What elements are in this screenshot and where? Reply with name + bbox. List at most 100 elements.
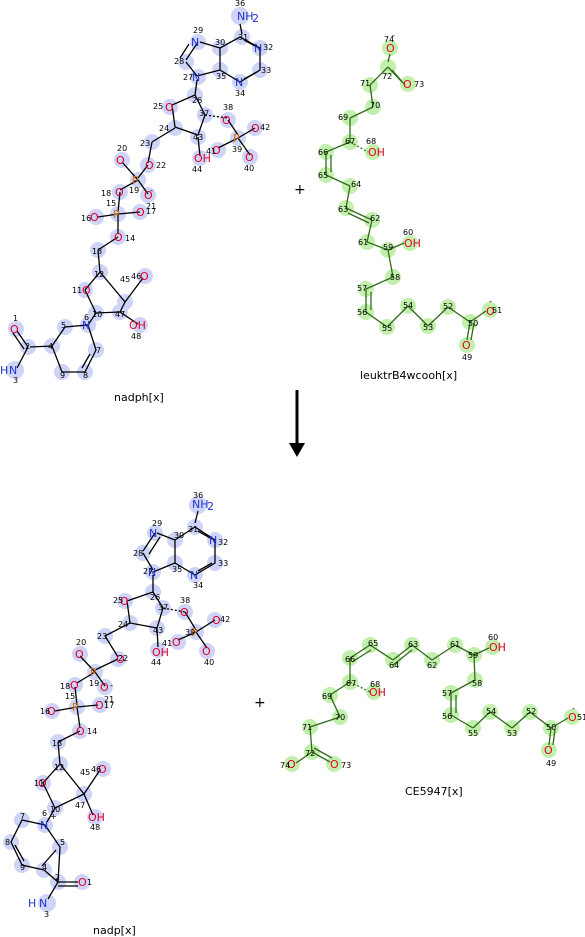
svg-text:64: 64 <box>389 661 399 670</box>
svg-text:2: 2 <box>207 500 214 513</box>
svg-text:56: 56 <box>357 308 367 317</box>
svg-text:P: P <box>72 701 79 714</box>
svg-text:59: 59 <box>468 651 478 660</box>
svg-text:65: 65 <box>368 639 378 648</box>
svg-text:O: O <box>165 101 174 114</box>
svg-text:O: O <box>140 270 149 283</box>
nadp-structure: NH2 N N N N O O P O O O OH O O P O O P O… <box>3 491 230 919</box>
svg-text:P: P <box>132 174 139 187</box>
svg-text:66: 66 <box>318 148 328 157</box>
plus-sign-bottom: + <box>254 695 266 711</box>
svg-text:O: O <box>114 231 123 244</box>
svg-text:11: 11 <box>72 286 82 295</box>
svg-text:32: 32 <box>218 538 228 547</box>
svg-text:18: 18 <box>60 682 70 691</box>
svg-text:O: O <box>287 758 296 771</box>
svg-text:49: 49 <box>546 759 556 768</box>
svg-text:O: O <box>172 636 181 649</box>
svg-text:51: 51 <box>492 306 502 315</box>
svg-text:O: O <box>202 645 211 658</box>
svg-text:3: 3 <box>13 376 18 385</box>
svg-text:O: O <box>116 154 125 167</box>
svg-text:52: 52 <box>443 302 453 311</box>
svg-text:OH: OH <box>129 319 146 332</box>
svg-text:28: 28 <box>174 57 184 66</box>
svg-text:H: H <box>28 897 36 910</box>
svg-text:16: 16 <box>81 214 91 223</box>
svg-text:O: O <box>95 699 104 712</box>
svg-text:O: O <box>76 725 85 738</box>
svg-text:57: 57 <box>357 284 367 293</box>
svg-text:27: 27 <box>143 567 153 576</box>
svg-text:H: H <box>0 364 8 377</box>
svg-text:33: 33 <box>261 66 271 75</box>
svg-text:26: 26 <box>192 96 202 105</box>
svg-text:62: 62 <box>370 214 380 223</box>
svg-text:O: O <box>90 211 99 224</box>
svg-text:62: 62 <box>427 661 437 670</box>
svg-text:P: P <box>191 626 198 639</box>
svg-text:N: N <box>191 36 199 49</box>
svg-text:5: 5 <box>61 321 66 330</box>
reaction-arrow <box>289 390 305 457</box>
svg-text:8: 8 <box>83 371 88 380</box>
svg-text:O: O <box>78 876 87 889</box>
svg-text:OH: OH <box>489 641 506 654</box>
svg-text:39: 39 <box>185 628 195 637</box>
svg-text:OH: OH <box>369 686 386 699</box>
svg-text:O: O <box>136 206 145 219</box>
svg-text:20: 20 <box>117 144 127 153</box>
svg-text:41: 41 <box>206 147 216 156</box>
svg-text:39: 39 <box>232 145 242 154</box>
svg-text:O: O <box>486 305 495 318</box>
svg-text:O: O <box>98 763 107 776</box>
svg-text:O: O <box>38 777 47 790</box>
svg-text:O: O <box>212 144 221 157</box>
svg-text:N: N <box>39 897 47 910</box>
svg-text:67: 67 <box>346 679 356 688</box>
svg-text:21: 21 <box>104 695 114 704</box>
svg-text:37: 37 <box>199 109 209 118</box>
svg-text:12: 12 <box>54 763 64 772</box>
svg-text:52: 52 <box>526 707 536 716</box>
svg-text:30: 30 <box>174 531 184 540</box>
svg-text:46: 46 <box>131 272 141 281</box>
svg-text:19: 19 <box>89 679 99 688</box>
svg-text:74: 74 <box>280 761 290 770</box>
svg-text:-: - <box>392 31 395 40</box>
svg-text:O: O <box>75 648 84 661</box>
svg-text:65: 65 <box>318 171 328 180</box>
svg-text:N: N <box>192 71 200 84</box>
svg-text:N: N <box>82 319 90 332</box>
svg-text:O: O <box>544 744 553 757</box>
svg-text:72: 72 <box>305 749 315 758</box>
svg-text:N: N <box>148 566 156 579</box>
svg-text:-: - <box>489 297 492 306</box>
svg-text:64: 64 <box>351 180 361 189</box>
svg-text:4: 4 <box>48 342 53 351</box>
svg-text:9: 9 <box>20 863 25 872</box>
svg-text:71: 71 <box>360 79 370 88</box>
svg-text:O: O <box>568 711 577 724</box>
svg-text:5: 5 <box>60 838 65 847</box>
svg-text:7: 7 <box>20 812 25 821</box>
svg-text:73: 73 <box>341 761 351 770</box>
svg-text:59: 59 <box>383 243 393 252</box>
svg-text:68: 68 <box>366 137 376 146</box>
svg-text:31: 31 <box>188 525 198 534</box>
svg-text:28: 28 <box>133 549 143 558</box>
svg-text:O: O <box>100 681 109 694</box>
svg-text:61: 61 <box>358 238 368 247</box>
svg-text:N: N <box>190 569 198 582</box>
svg-text:55: 55 <box>468 729 478 738</box>
svg-text:13: 13 <box>92 247 102 256</box>
svg-text:O: O <box>330 758 339 771</box>
svg-text:25: 25 <box>113 596 123 605</box>
svg-text:58: 58 <box>472 679 482 688</box>
svg-text:53: 53 <box>507 729 517 738</box>
svg-text:2: 2 <box>25 342 30 351</box>
svg-text:67: 67 <box>345 137 355 146</box>
svg-text:45: 45 <box>80 768 90 777</box>
svg-text:O: O <box>144 189 153 202</box>
svg-text:NH: NH <box>192 498 209 511</box>
